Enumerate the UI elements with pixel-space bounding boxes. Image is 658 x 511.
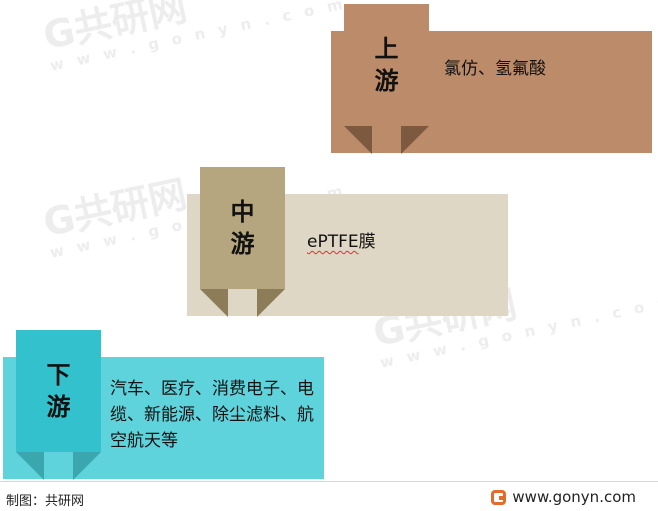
downstream-tab: 下 游 [16, 330, 101, 452]
midstream-tab: 中 游 [200, 167, 285, 289]
upstream-label-line2: 游 [374, 67, 399, 95]
midstream-label-line2: 游 [230, 230, 255, 258]
upstream-ribbon [344, 126, 429, 154]
downstream-description: 汽车、医疗、消费电子、电缆、新能源、除尘滤料、航空航天等 [110, 379, 314, 451]
source-credit: 制图：共研网 [6, 494, 85, 509]
upstream-description: 氯仿、氢氟酸 [444, 59, 546, 79]
downstream-label-line2: 游 [46, 393, 71, 421]
footer-divider [0, 481, 658, 482]
midstream-ribbon [200, 289, 285, 317]
upstream-tab: 上 游 [344, 4, 429, 126]
footer-website[interactable]: www.gonyn.com [491, 488, 636, 506]
midstream-description: ePTFE膜 [307, 230, 497, 254]
watermark: G共研网 w w w . g o n y n . c o m [39, 0, 349, 75]
downstream-label-line1: 下 [46, 361, 71, 389]
downstream-ribbon [16, 452, 101, 480]
midstream-label-line1: 中 [230, 198, 255, 226]
midstream-description-suffix: 膜 [358, 232, 376, 252]
website-link[interactable]: www.gonyn.com [512, 488, 636, 506]
upstream-label-line1: 上 [374, 35, 399, 63]
midstream-description-term: ePTFE [307, 232, 359, 252]
gonyn-logo-icon [491, 489, 507, 505]
